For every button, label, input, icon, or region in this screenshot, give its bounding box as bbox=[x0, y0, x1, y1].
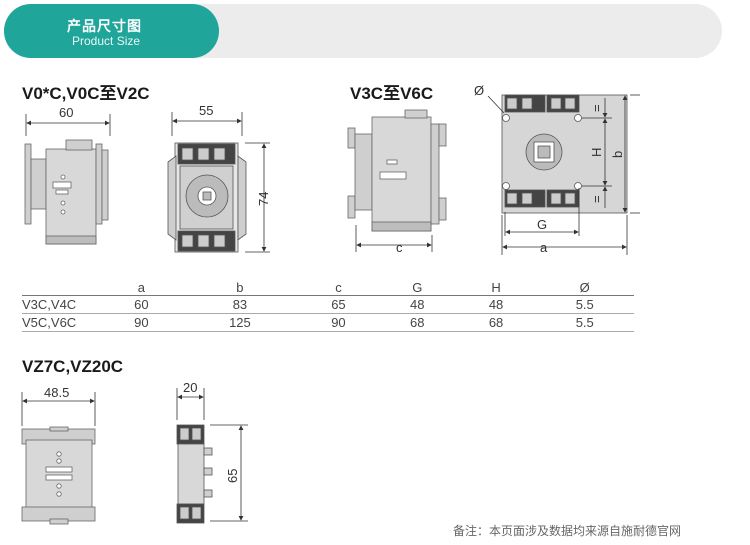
table-row: V5C,V6C 90 125 90 68 68 5.5 bbox=[22, 313, 634, 332]
table-cell: 5.5 bbox=[535, 313, 634, 332]
v0-side-view bbox=[24, 139, 109, 245]
table-cell: 125 bbox=[180, 313, 300, 332]
table-cell: 90 bbox=[299, 313, 378, 332]
v3-dim-a: a bbox=[540, 240, 548, 255]
table-cell: 48 bbox=[377, 295, 457, 314]
vz-dim-48 bbox=[21, 392, 96, 426]
v3-dim-eq-bottom: = bbox=[589, 195, 604, 203]
table-header-cell bbox=[22, 279, 102, 296]
section-title-v0: V0*C,V0C至V2C bbox=[22, 84, 150, 103]
vz-dim-width: 48.5 bbox=[44, 385, 69, 400]
v0-dim-55 bbox=[171, 112, 270, 253]
v3-front-view bbox=[501, 94, 628, 214]
table-cell: 65 bbox=[299, 295, 378, 314]
footnote: 备注：本页面涉及数据均来源自施耐德官网 bbox=[453, 524, 682, 538]
header-subtitle: Product Size bbox=[72, 34, 141, 48]
vz-dim-height: 65 bbox=[225, 469, 240, 483]
table-header-cell: Ø bbox=[579, 279, 590, 295]
v0-dim-60 bbox=[25, 114, 111, 136]
table-header-row: a b c G H Ø bbox=[22, 279, 634, 296]
table-row: V3C,V4C 60 83 65 48 48 5.5 bbox=[22, 295, 634, 314]
v3-dim-c bbox=[355, 225, 433, 252]
v3-dim-dia: Ø bbox=[474, 83, 484, 98]
header-title: 产品尺寸图 bbox=[67, 19, 142, 35]
dimension-table: a b c G H Ø V3C,V4C 60 83 65 48 48 5.5 V… bbox=[22, 279, 634, 332]
table-header-cell: b bbox=[236, 279, 244, 295]
header-tab bbox=[4, 4, 219, 58]
table-cell-model: V3C,V4C bbox=[22, 295, 102, 314]
table-header-cell: c bbox=[335, 279, 342, 295]
v3-dim-eq-top: = bbox=[589, 104, 604, 112]
v0-front-view bbox=[167, 142, 247, 253]
v3-side-view bbox=[347, 109, 447, 232]
table-header-cell: H bbox=[491, 279, 501, 295]
table-header-cell: G bbox=[412, 279, 423, 295]
vz-side-view bbox=[176, 424, 213, 524]
table-header-cell: a bbox=[137, 279, 146, 295]
section-title-v3: V3C至V6C bbox=[350, 84, 434, 103]
table-cell: 68 bbox=[377, 313, 457, 332]
v3-dim-h: H bbox=[589, 148, 604, 157]
v3-dim-c-label: c bbox=[396, 240, 403, 255]
table-cell: 90 bbox=[102, 313, 181, 332]
vz-dim-width2: 20 bbox=[183, 380, 197, 395]
v3-dims bbox=[487, 94, 640, 255]
section-title-vz: VZ7C,VZ20C bbox=[22, 357, 124, 376]
v0-dim-width: 60 bbox=[59, 105, 73, 120]
table-cell: 60 bbox=[102, 295, 181, 314]
table-cell: 48 bbox=[456, 295, 536, 314]
v3-dim-b: b bbox=[610, 151, 625, 158]
v0-dim-width2: 55 bbox=[199, 103, 213, 118]
table-cell-model: V5C,V6C bbox=[22, 313, 102, 332]
vz-dims bbox=[176, 388, 248, 522]
table-cell: 68 bbox=[456, 313, 536, 332]
v0-dim-height: 74 bbox=[256, 192, 271, 206]
table-cell: 5.5 bbox=[535, 295, 634, 314]
vz-front-view bbox=[21, 426, 96, 525]
table-cell: 83 bbox=[180, 295, 300, 314]
v3-dim-g: G bbox=[537, 217, 547, 232]
